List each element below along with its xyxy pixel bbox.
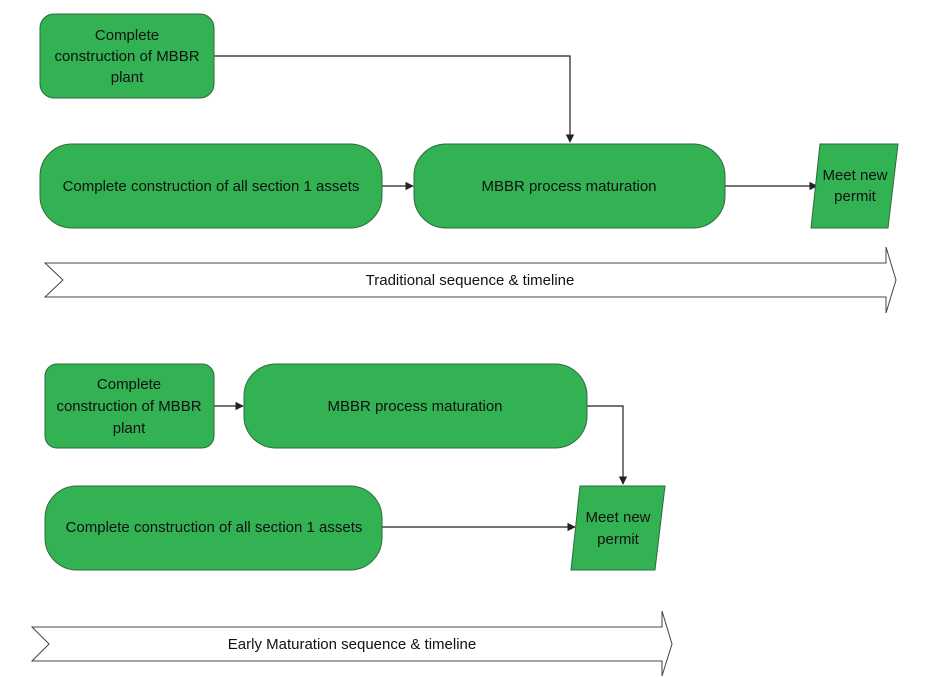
node-label-line: permit <box>834 188 877 205</box>
node-section1-early: Complete construction of all section 1 a… <box>44 485 383 571</box>
timeline-label: Traditional sequence & timeline <box>366 272 575 289</box>
node-maturation-early: MBBR process maturation <box>243 363 588 449</box>
node-label: MBBR process maturation <box>481 178 656 195</box>
early-maturation-section: Complete construction of MBBR plant MBBR… <box>30 363 673 677</box>
node-label-line: Meet new <box>585 509 650 526</box>
node-label-line: permit <box>597 531 640 548</box>
node-label-line: construction of MBBR <box>56 398 201 415</box>
timeline-label: Early Maturation sequence & timeline <box>228 636 476 653</box>
node-mbbr-plant-traditional: Complete construction of MBBR plant <box>39 13 215 99</box>
connector-mbbr-plant-to-maturation <box>214 55 575 143</box>
node-label-line: Meet new <box>822 167 887 184</box>
traditional-section: Complete construction of MBBR plant Comp… <box>39 13 899 314</box>
node-permit-traditional: Meet new permit <box>810 143 899 229</box>
node-label: Complete construction of all section 1 a… <box>63 178 360 195</box>
node-label-line: Complete <box>97 376 161 393</box>
node-label-line: Complete <box>95 27 159 44</box>
timeline-band-early: Early Maturation sequence & timeline <box>30 610 673 677</box>
node-label-line: plant <box>113 420 146 437</box>
node-label-line: plant <box>111 69 144 86</box>
timeline-band-traditional: Traditional sequence & timeline <box>43 246 897 314</box>
node-maturation-traditional: MBBR process maturation <box>413 143 726 229</box>
node-permit-early: Meet new permit <box>570 485 666 571</box>
node-mbbr-plant-early: Complete construction of MBBR plant <box>44 363 215 449</box>
node-label-line: construction of MBBR <box>54 48 199 65</box>
node-label: Complete construction of all section 1 a… <box>66 519 363 536</box>
node-section1-traditional: Complete construction of all section 1 a… <box>39 143 383 229</box>
connector-maturation-to-permit <box>587 405 628 485</box>
node-label: MBBR process maturation <box>327 398 502 415</box>
